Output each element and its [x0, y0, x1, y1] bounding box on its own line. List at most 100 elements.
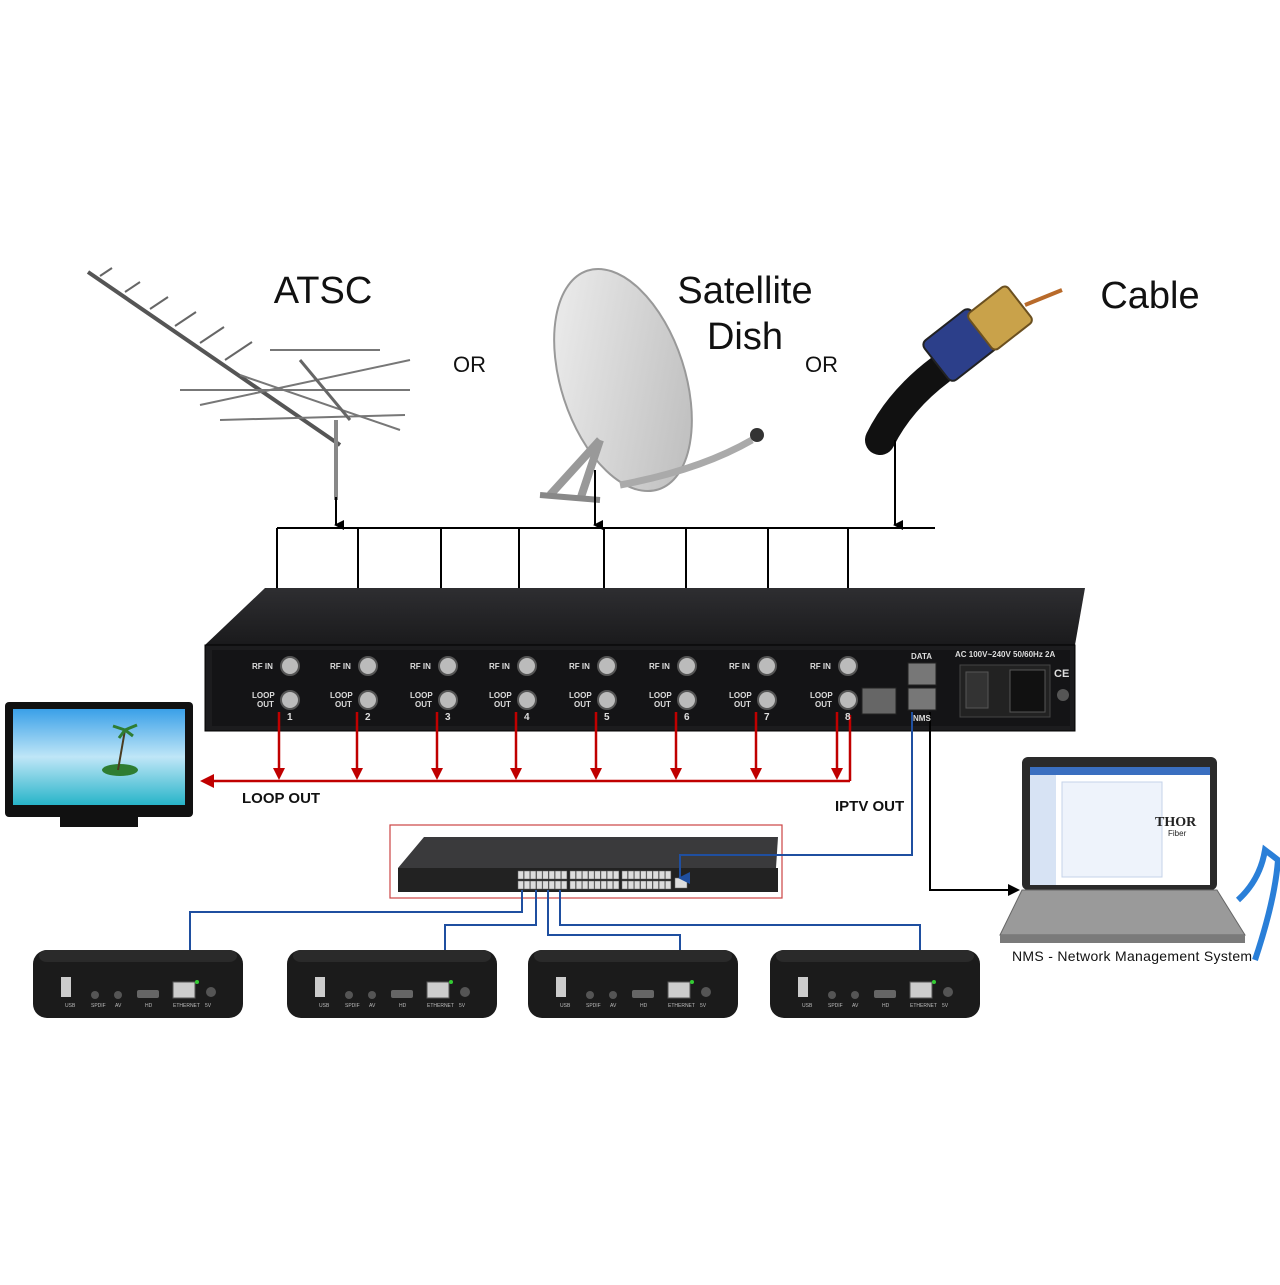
rf-in-port-2[interactable] [358, 656, 378, 676]
switch-port[interactable] [517, 870, 524, 880]
switch-port[interactable] [588, 870, 595, 880]
switch-port[interactable] [621, 880, 628, 890]
usb-port-icon[interactable] [798, 977, 808, 997]
switch-port[interactable] [665, 870, 672, 880]
usb-port-icon[interactable] [315, 977, 325, 997]
loop-label: LOOP [410, 691, 433, 700]
switch-port[interactable] [634, 870, 641, 880]
hdmi-port-icon[interactable] [391, 990, 413, 998]
device-ports [280, 656, 858, 710]
av-jack-icon[interactable] [368, 991, 376, 999]
hdmi-port-icon[interactable] [137, 990, 159, 998]
switch-port[interactable] [606, 880, 613, 890]
switch-port[interactable] [594, 880, 601, 890]
switch-port[interactable] [530, 870, 537, 880]
loop-label: LOOP [489, 691, 512, 700]
loop-arrow-8 [831, 768, 843, 780]
switch-port[interactable] [640, 880, 647, 890]
rf-in-port-6[interactable] [677, 656, 697, 676]
spdif-jack-icon[interactable] [91, 991, 99, 999]
switch-port[interactable] [665, 880, 672, 890]
switch-port[interactable] [613, 870, 620, 880]
switch-port[interactable] [554, 880, 561, 890]
switch-port[interactable] [536, 880, 543, 890]
data-port-icon[interactable] [907, 662, 937, 686]
loop-out-port-8[interactable] [838, 690, 858, 710]
switch-port[interactable] [600, 880, 607, 890]
dc-jack-icon[interactable] [943, 987, 953, 997]
usb-port-icon[interactable] [61, 977, 71, 997]
switch-port[interactable] [575, 880, 582, 890]
switch-port[interactable] [658, 870, 665, 880]
switch-port[interactable] [542, 880, 549, 890]
spdif-jack-icon[interactable] [345, 991, 353, 999]
spdif-jack-icon[interactable] [828, 991, 836, 999]
rf-in-port-1[interactable] [280, 656, 300, 676]
av-jack-icon[interactable] [851, 991, 859, 999]
switch-port[interactable] [634, 880, 641, 890]
ethernet-port-icon[interactable] [861, 687, 897, 715]
switch-port[interactable] [588, 880, 595, 890]
switch-port[interactable] [621, 870, 628, 880]
spdif-jack-icon[interactable] [586, 991, 594, 999]
stb-ethernet-port-icon[interactable] [667, 981, 691, 999]
loop-out-port-6[interactable] [677, 690, 697, 710]
switch-port[interactable] [575, 870, 582, 880]
rf-in-port-3[interactable] [438, 656, 458, 676]
nms-port-icon[interactable] [907, 687, 937, 711]
switch-port[interactable] [594, 870, 601, 880]
rf-in-label: RF IN [252, 662, 273, 671]
stb-label-usb: USB [802, 1003, 813, 1009]
switch-port[interactable] [530, 880, 537, 890]
switch-port[interactable] [542, 870, 549, 880]
switch-port[interactable] [554, 870, 561, 880]
switch-port[interactable] [569, 880, 576, 890]
switch-port[interactable] [517, 880, 524, 890]
dc-jack-icon[interactable] [206, 987, 216, 997]
loop-out-port-1[interactable] [280, 690, 300, 710]
dc-jack-icon[interactable] [460, 987, 470, 997]
switch-port[interactable] [606, 870, 613, 880]
switch-port[interactable] [548, 870, 555, 880]
switch-port[interactable] [548, 880, 555, 890]
stb-ethernet-port-icon[interactable] [909, 981, 933, 999]
loop-out-port-3[interactable] [438, 690, 458, 710]
dc-jack-icon[interactable] [701, 987, 711, 997]
av-jack-icon[interactable] [114, 991, 122, 999]
switch-port[interactable] [652, 870, 659, 880]
rf-in-port-4[interactable] [517, 656, 537, 676]
switch-port[interactable] [627, 870, 634, 880]
switch-port[interactable] [561, 870, 568, 880]
switch-port[interactable] [523, 870, 530, 880]
switch-port[interactable] [523, 880, 530, 890]
power-switch-icon[interactable] [965, 671, 989, 709]
switch-port[interactable] [536, 870, 543, 880]
switch-port[interactable] [613, 880, 620, 890]
rf-in-port-7[interactable] [757, 656, 777, 676]
stb-ethernet-port-icon[interactable] [426, 981, 450, 999]
loop-out-port-2[interactable] [358, 690, 378, 710]
switch-port[interactable] [627, 880, 634, 890]
loop-out-port-4[interactable] [517, 690, 537, 710]
loop-arrow-1 [273, 768, 285, 780]
switch-port[interactable] [646, 880, 653, 890]
hdmi-port-icon[interactable] [632, 990, 654, 998]
switch-port[interactable] [600, 870, 607, 880]
switch-port[interactable] [652, 880, 659, 890]
switch-port[interactable] [561, 880, 568, 890]
switch-port[interactable] [658, 880, 665, 890]
stb-ethernet-port-icon[interactable] [172, 981, 196, 999]
usb-port-icon[interactable] [556, 977, 566, 997]
hdmi-port-icon[interactable] [874, 990, 896, 998]
rf-in-port-8[interactable] [838, 656, 858, 676]
av-jack-icon[interactable] [609, 991, 617, 999]
switch-uplink-port[interactable] [674, 877, 688, 889]
switch-port[interactable] [582, 880, 589, 890]
switch-port[interactable] [582, 870, 589, 880]
switch-port[interactable] [569, 870, 576, 880]
loop-out-port-7[interactable] [757, 690, 777, 710]
switch-port[interactable] [640, 870, 647, 880]
switch-port[interactable] [646, 870, 653, 880]
rf-in-port-5[interactable] [597, 656, 617, 676]
loop-out-port-5[interactable] [597, 690, 617, 710]
